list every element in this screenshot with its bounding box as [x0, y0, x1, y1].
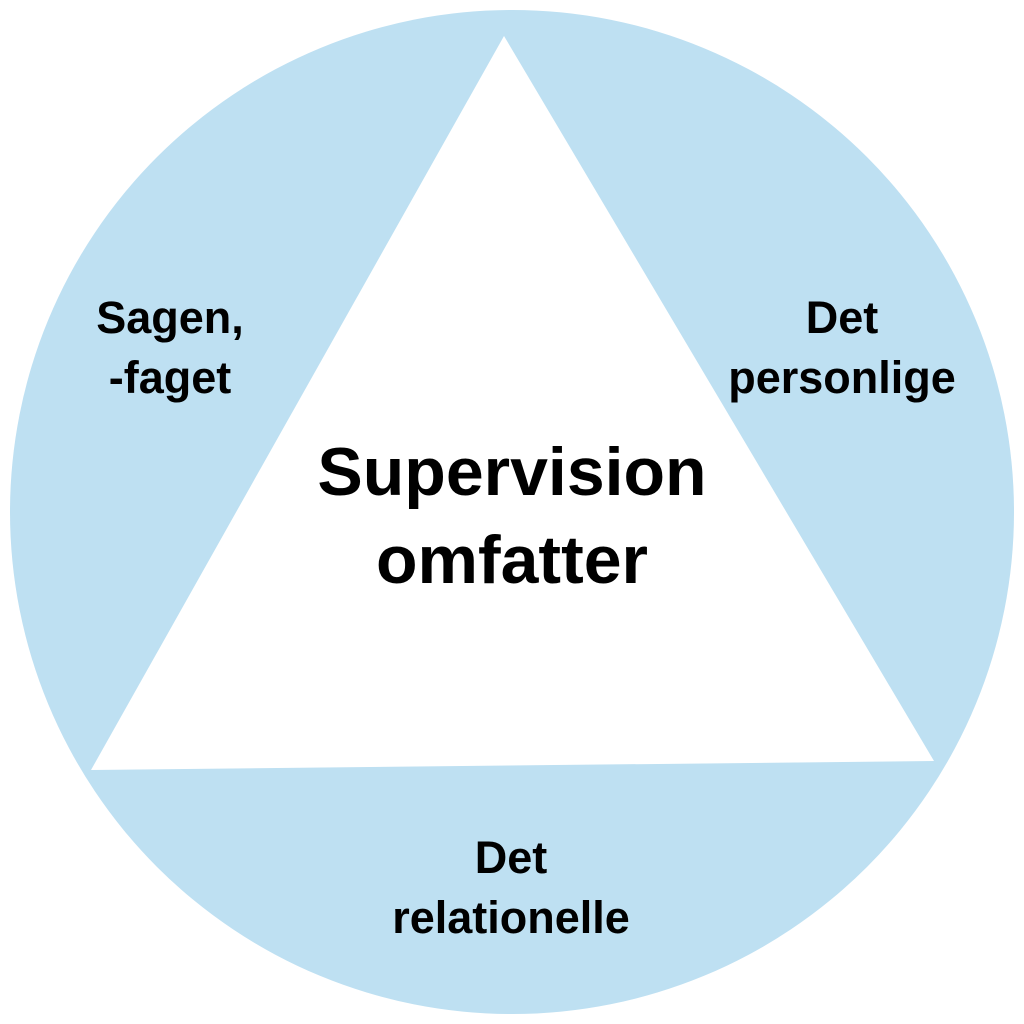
right-label-line-1: Det: [806, 292, 879, 343]
left-label-line-1: Sagen,: [96, 292, 244, 343]
left-label-line-2: -faget: [109, 352, 232, 403]
right-label-line-2: personlige: [728, 352, 956, 403]
center-label-line-2: omfatter: [376, 522, 648, 598]
bottom-label-line-2: relationelle: [392, 892, 630, 943]
bottom-label-line-1: Det: [475, 832, 548, 883]
center-triangle: [91, 36, 934, 770]
center-label-line-1: Supervision: [317, 434, 706, 510]
